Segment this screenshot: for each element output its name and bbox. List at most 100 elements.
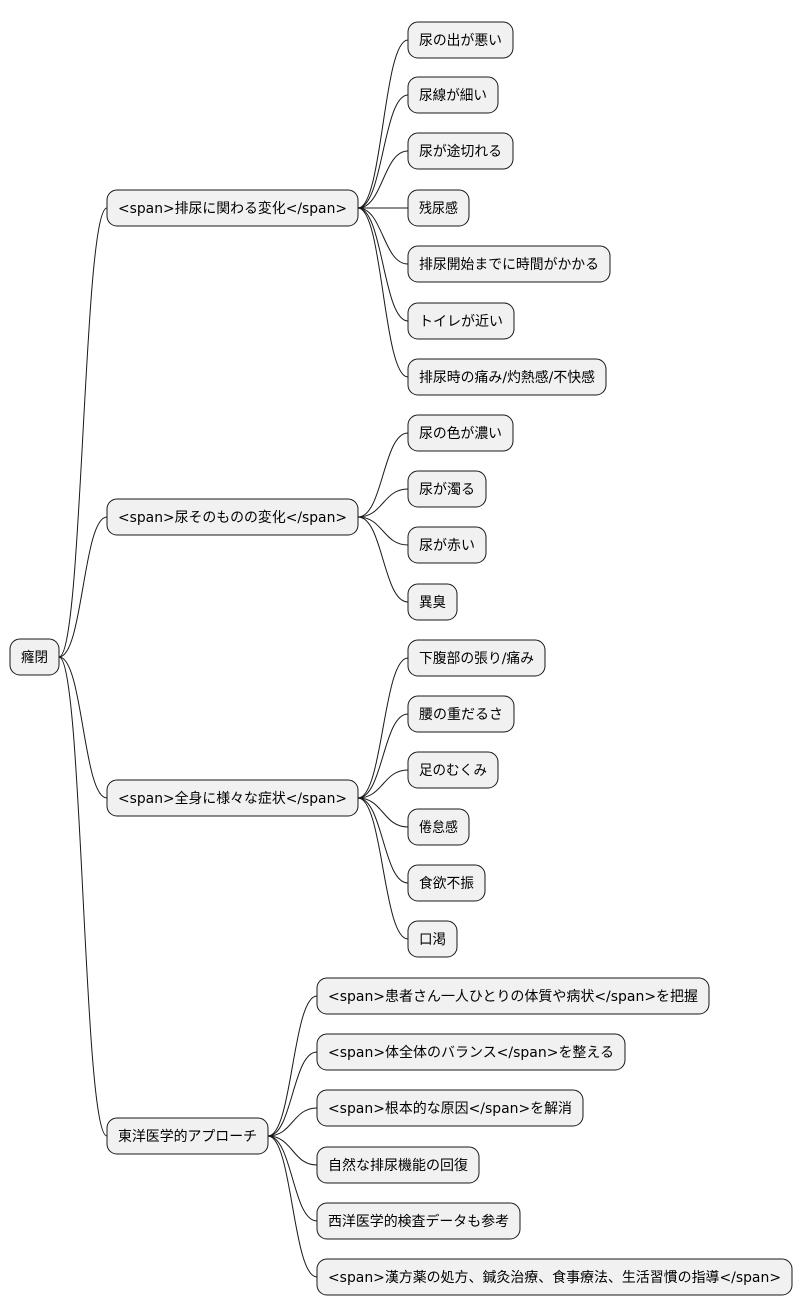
leaf-node-3-1-label: <span>体全体のバランス</span>を整える — [328, 1044, 614, 1061]
root-node: 癃閉 — [9, 638, 60, 676]
edge-branch-1-leaf-1 — [357, 488, 409, 518]
edge-branch-1-leaf-0 — [357, 432, 409, 518]
branch-node-3-box — [106, 1117, 269, 1155]
leaf-node-1-3: 異臭 — [407, 583, 458, 621]
leaf-node-3-2: <span>根本的な原因</span>を解消 — [316, 1089, 584, 1127]
leaf-node-0-6: 排尿時の痛み/灼熱感/不快感 — [407, 358, 607, 396]
leaf-node-1-0: 尿の色が濃い — [407, 414, 514, 452]
leaf-node-0-0-label: 尿の出が悪い — [419, 33, 502, 49]
edge-branch-0-leaf-6 — [357, 207, 409, 378]
leaf-node-3-3-label: 自然な排尿機能の回復 — [328, 1157, 468, 1174]
leaf-node-2-3: 倦怠感 — [407, 808, 470, 846]
branch-node-0: <span>排尿に関わる変化</span> — [106, 189, 359, 227]
leaf-node-2-0-label: 下腹部の張り/痛み — [419, 650, 534, 667]
leaf-node-0-3-box — [407, 189, 470, 227]
leaf-node-0-1-box — [407, 76, 499, 114]
edge-root-branch-0 — [58, 207, 108, 658]
leaf-node-2-2-label: 足のむくみ — [419, 763, 487, 779]
edge-branch-0-leaf-4 — [357, 207, 409, 265]
leaf-node-1-0-label: 尿の色が濃い — [419, 425, 502, 442]
edge-root-branch-3 — [58, 656, 108, 1137]
leaf-node-0-2-box — [407, 132, 514, 170]
leaf-node-3-4-label: 西洋医学的検査データも参考 — [328, 1213, 509, 1230]
leaf-node-0-6-label: 排尿時の痛み/灼熱感/不快感 — [419, 369, 595, 386]
leaf-node-3-0-label: <span>患者さん一人ひとりの体質や病状</span>を把握 — [328, 989, 698, 1005]
leaf-node-2-5-label: 口渇 — [419, 932, 446, 948]
leaf-node-2-3-label: 倦怠感 — [419, 819, 458, 836]
branch-node-2: <span>全身に様々な症状</span> — [106, 779, 359, 817]
leaf-node-2-0: 下腹部の張り/痛み — [407, 639, 546, 677]
edge-branch-1-leaf-2 — [357, 516, 409, 546]
leaf-node-0-3: 残尿感 — [407, 189, 470, 227]
leaf-node-1-2: 尿が赤い — [407, 526, 487, 564]
leaf-node-2-1-label: 腰の重だるさ — [419, 707, 503, 723]
edge-branch-2-leaf-4 — [357, 797, 409, 884]
leaf-node-0-0-box — [407, 21, 514, 59]
edge-branch-2-leaf-0 — [357, 657, 409, 799]
root-node-label: 癃閉 — [21, 649, 48, 666]
edge-branch-3-leaf-1 — [267, 1051, 318, 1137]
leaf-node-3-1-box — [316, 1033, 626, 1071]
leaf-node-0-2-label: 尿が途切れる — [419, 143, 502, 160]
leaf-node-1-2-box — [407, 526, 487, 564]
leaf-node-1-1-label: 尿が濁る — [419, 482, 475, 498]
leaf-node-0-2: 尿が途切れる — [407, 132, 514, 170]
leaf-node-3-2-box — [316, 1089, 584, 1127]
branch-node-3: 東洋医学的アプローチ — [106, 1117, 269, 1155]
leaf-node-0-3-label: 残尿感 — [419, 200, 458, 217]
edge-root-branch-2 — [58, 656, 108, 799]
leaf-node-3-0: <span>患者さん一人ひとりの体質や病状</span>を把握 — [316, 977, 710, 1015]
edge-branch-3-leaf-2 — [267, 1107, 318, 1137]
leaf-node-2-5: 口渇 — [407, 920, 458, 958]
edge-branch-0-leaf-0 — [357, 39, 409, 209]
branch-node-0-box — [106, 189, 359, 227]
leaf-node-0-5: トイレが近い — [407, 302, 515, 340]
leaf-node-1-3-label: 異臭 — [419, 595, 446, 611]
branch-node-3-label: 東洋医学的アプローチ — [118, 1129, 257, 1145]
leaf-node-2-2: 足のむくみ — [407, 751, 499, 789]
edge-branch-0-leaf-1 — [357, 94, 409, 209]
edges-layer — [58, 39, 409, 1278]
edge-branch-1-leaf-3 — [357, 516, 409, 603]
leaf-node-2-4: 食欲不振 — [407, 864, 486, 902]
leaf-node-1-1-box — [407, 470, 487, 508]
branch-node-1-label: <span>尿そのものの変化</span> — [118, 509, 347, 526]
leaf-node-3-4: 西洋医学的検査データも参考 — [316, 1202, 521, 1240]
leaf-node-2-0-box — [407, 639, 546, 677]
leaf-node-1-0-box — [407, 414, 514, 452]
leaf-node-3-3: 自然な排尿機能の回復 — [316, 1146, 480, 1184]
leaf-node-3-1: <span>体全体のバランス</span>を整える — [316, 1033, 626, 1071]
edge-branch-2-leaf-5 — [357, 797, 409, 940]
leaf-node-3-2-label: <span>根本的な原因</span>を解消 — [328, 1101, 572, 1117]
leaf-node-2-5-box — [407, 920, 458, 958]
leaf-node-1-1: 尿が濁る — [407, 470, 487, 508]
edge-branch-3-leaf-3 — [267, 1135, 318, 1166]
leaf-node-2-3-box — [407, 808, 470, 846]
edge-branch-0-leaf-5 — [357, 207, 409, 322]
edge-branch-2-leaf-3 — [357, 797, 409, 828]
leaf-node-0-1-label: 尿線が細い — [419, 88, 487, 104]
edge-branch-0-leaf-2 — [357, 150, 409, 209]
edge-branch-3-leaf-0 — [267, 995, 318, 1137]
leaf-node-1-2-label: 尿が赤い — [419, 538, 475, 554]
leaf-node-0-1: 尿線が細い — [407, 76, 499, 114]
leaf-node-3-0-box — [316, 977, 710, 1015]
edge-root-branch-1 — [58, 516, 108, 658]
leaf-node-2-1-box — [407, 695, 515, 733]
branch-node-2-box — [106, 779, 359, 817]
edge-branch-2-leaf-2 — [357, 769, 409, 799]
leaf-node-3-5-label: <span>漢方薬の処方、鍼灸治療、食事療法、生活習慣の指導</span> — [328, 1269, 781, 1286]
branch-node-1: <span>尿そのものの変化</span> — [106, 498, 359, 536]
branch-node-1-box — [106, 498, 359, 536]
leaf-node-0-5-box — [407, 302, 515, 340]
edge-branch-3-leaf-4 — [267, 1135, 318, 1222]
root-node-box — [9, 638, 60, 676]
leaf-node-2-2-box — [407, 751, 499, 789]
leaf-node-0-4-label: 排尿開始までに時間がかかる — [419, 257, 599, 273]
leaf-node-0-4-box — [407, 245, 611, 283]
leaf-node-0-4: 排尿開始までに時間がかかる — [407, 245, 611, 283]
leaf-node-2-4-label: 食欲不振 — [419, 875, 474, 892]
leaf-node-3-5-box — [316, 1258, 793, 1296]
leaf-node-1-3-box — [407, 583, 458, 621]
